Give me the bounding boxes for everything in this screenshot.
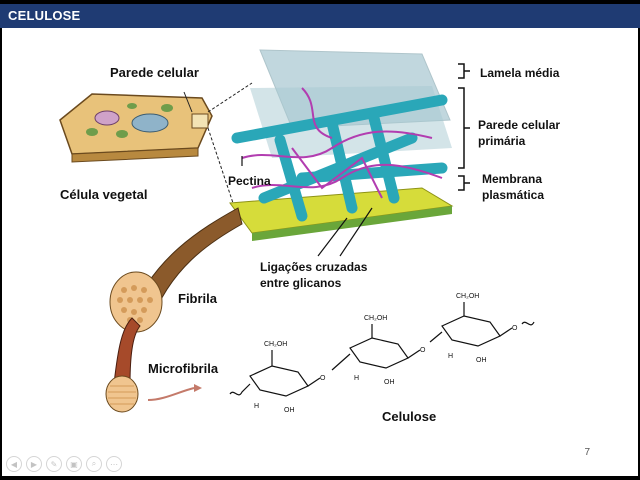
molecule-labels: CH₂OH CH₂OH CH₂OH O O O OH OH OH H H H <box>254 293 518 414</box>
h-label: H <box>448 353 453 360</box>
o-label: O <box>320 375 326 382</box>
label-membrana-1: Membrana <box>482 172 543 186</box>
h-label: H <box>254 403 259 410</box>
slides-grid-icon[interactable]: ▣ <box>66 456 82 472</box>
label-ligacoes-1: Ligações cruzadas <box>260 260 368 274</box>
pen-icon[interactable]: ✎ <box>46 456 62 472</box>
oh-label: OH <box>476 357 487 364</box>
ch2oh-label: CH₂OH <box>456 293 479 300</box>
page-number: 7 <box>584 447 590 458</box>
ch2oh-label: CH₂OH <box>364 315 387 322</box>
slide-title: CELULOSE <box>8 8 81 23</box>
title-bar: CELULOSE <box>0 4 640 28</box>
label-fibrila: Fibrila <box>178 291 218 306</box>
label-celulose: Celulose <box>382 409 437 424</box>
fibril-drawing <box>105 207 243 413</box>
o-label: O <box>420 347 426 354</box>
oh-label: OH <box>384 379 395 386</box>
cellulose-molecule <box>229 302 535 397</box>
pectin-strands <box>241 87 443 199</box>
o-label: O <box>512 325 518 332</box>
slideshow-controls: ◀ ▶ ✎ ▣ ⌕ ⋯ <box>6 456 122 472</box>
label-parede-celular: Parede celular <box>110 65 199 80</box>
label-brackets <box>458 63 470 191</box>
label-lamela-media: Lamela média <box>480 66 560 80</box>
label-pectina: Pectina <box>228 174 271 188</box>
label-parede-primaria-1: Parede celular <box>478 118 561 132</box>
slide-content: CH₂OH CH₂OH CH₂OH O O O OH OH OH H H H P… <box>2 28 638 476</box>
label-ligacoes-2: entre glicanos <box>260 276 342 290</box>
previous-slide-icon[interactable]: ◀ <box>6 456 22 472</box>
label-celula-vegetal: Célula vegetal <box>60 187 148 202</box>
oh-label: OH <box>284 407 295 414</box>
next-slide-icon[interactable]: ▶ <box>26 456 42 472</box>
zoom-icon[interactable]: ⌕ <box>86 456 102 472</box>
plant-cell-drawing <box>59 93 213 163</box>
label-membrana-2: plasmática <box>482 188 545 202</box>
cell-wall-illustration: CH₂OH CH₂OH CH₂OH O O O OH OH OH H H H <box>59 49 535 414</box>
label-microfibrila: Microfibrila <box>148 361 219 376</box>
ch2oh-label: CH₂OH <box>264 341 287 348</box>
more-options-icon[interactable]: ⋯ <box>106 456 122 472</box>
label-parede-primaria-2: primária <box>478 134 526 148</box>
h-label: H <box>354 375 359 382</box>
